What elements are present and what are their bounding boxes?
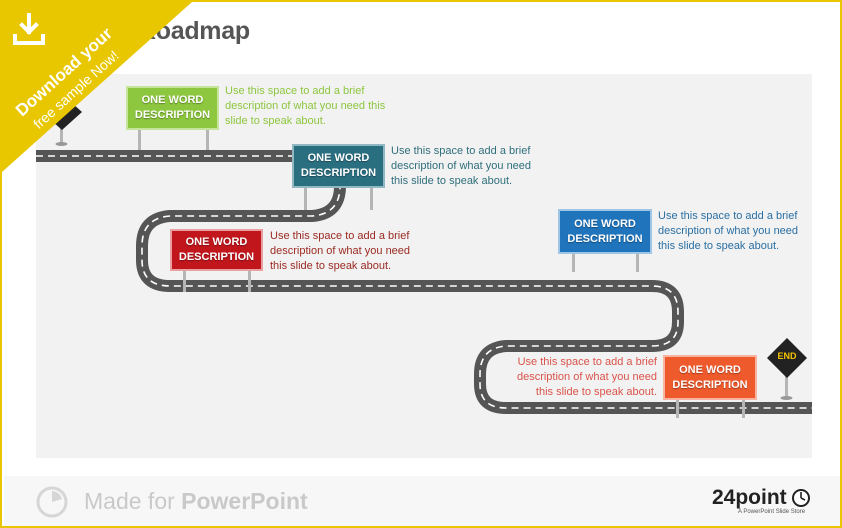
step-2-sign-line1: ONE WORD	[307, 152, 370, 164]
step-4-description: Use this space to add a brief descriptio…	[658, 209, 798, 254]
step-5-sign-line1: ONE WORD	[679, 363, 741, 376]
step-3-sign-line1: ONE WORD	[185, 236, 248, 248]
step-1-description-line3: slide to speak about.	[225, 115, 326, 127]
download-icon	[13, 13, 45, 45]
step-5-description-line1: Use this space to add a brief	[517, 356, 657, 368]
step-2-description-line3: this slide to speak about.	[391, 175, 513, 187]
step-3-sign-line2: DESCRIPTION	[178, 251, 255, 263]
step-1-sign: ONE WORD DESCRIPTION	[126, 86, 219, 130]
step-1-sign-line1: ONE WORD	[141, 94, 204, 106]
made-for-powerpoint: Made for PowerPoint	[84, 488, 308, 515]
step-5-description-line2: description of what you need	[516, 371, 657, 383]
step-1-description-line1: Use this space to add a brief	[225, 85, 365, 97]
download-ribbon[interactable]: Download your free sample Now!	[2, 2, 192, 172]
step-3-description: Use this space to add a brief descriptio…	[270, 229, 410, 274]
step-1-description-line2: description of what you need this	[225, 100, 386, 112]
step-2-sign-line2: DESCRIPTION	[300, 167, 377, 179]
step-3-description-line2: description of what you need	[270, 245, 411, 257]
made-for-brand: PowerPoint	[181, 488, 308, 514]
road-dashes	[36, 155, 812, 409]
step-2-description-line1: Use this space to add a brief	[391, 145, 531, 157]
step-4-description-line1: Use this space to add a brief	[658, 210, 798, 222]
step-1-description: Use this space to add a brief descriptio…	[225, 84, 385, 129]
step-3-description-line3: this slide to speak about.	[270, 260, 392, 272]
footer-clock-icon	[36, 486, 68, 518]
step-4-description-line3: this slide to speak about.	[658, 240, 780, 252]
made-for-prefix: Made for	[84, 488, 182, 514]
brand-name: 24point	[712, 486, 787, 509]
brand-clock-icon	[792, 489, 810, 507]
step-4-description-line2: description of what you need	[658, 225, 799, 237]
step-3-sign: ONE WORD DESCRIPTION	[170, 229, 263, 271]
footer-bar	[4, 476, 840, 526]
step-5-description: Use this space to add a brief descriptio…	[502, 355, 657, 400]
step-5-description-line3: this slide to speak about.	[535, 386, 657, 398]
step-5-sign: ONE WORD DESCRIPTION	[663, 355, 757, 400]
sign-posts	[60, 120, 788, 418]
step-4-sign: ONE WORD DESCRIPTION	[558, 209, 652, 254]
end-sign	[767, 338, 807, 378]
step-1-sign-line2: DESCRIPTION	[134, 109, 211, 121]
end-sign-label: END	[777, 351, 797, 361]
step-4-sign-line1: ONE WORD	[574, 217, 636, 230]
step-2-description: Use this space to add a brief descriptio…	[391, 144, 531, 189]
step-4-sign-line2: DESCRIPTION	[567, 232, 643, 245]
step-5-sign-line2: DESCRIPTION	[672, 378, 748, 391]
step-2-description-line2: description of what you need	[391, 160, 532, 172]
brand-logo[interactable]: 24point	[712, 486, 787, 510]
brand-tagline: A PowerPoint Slide Store	[738, 509, 806, 515]
step-2-sign: ONE WORD DESCRIPTION	[292, 144, 385, 188]
step-3-description-line1: Use this space to add a brief	[270, 230, 410, 242]
